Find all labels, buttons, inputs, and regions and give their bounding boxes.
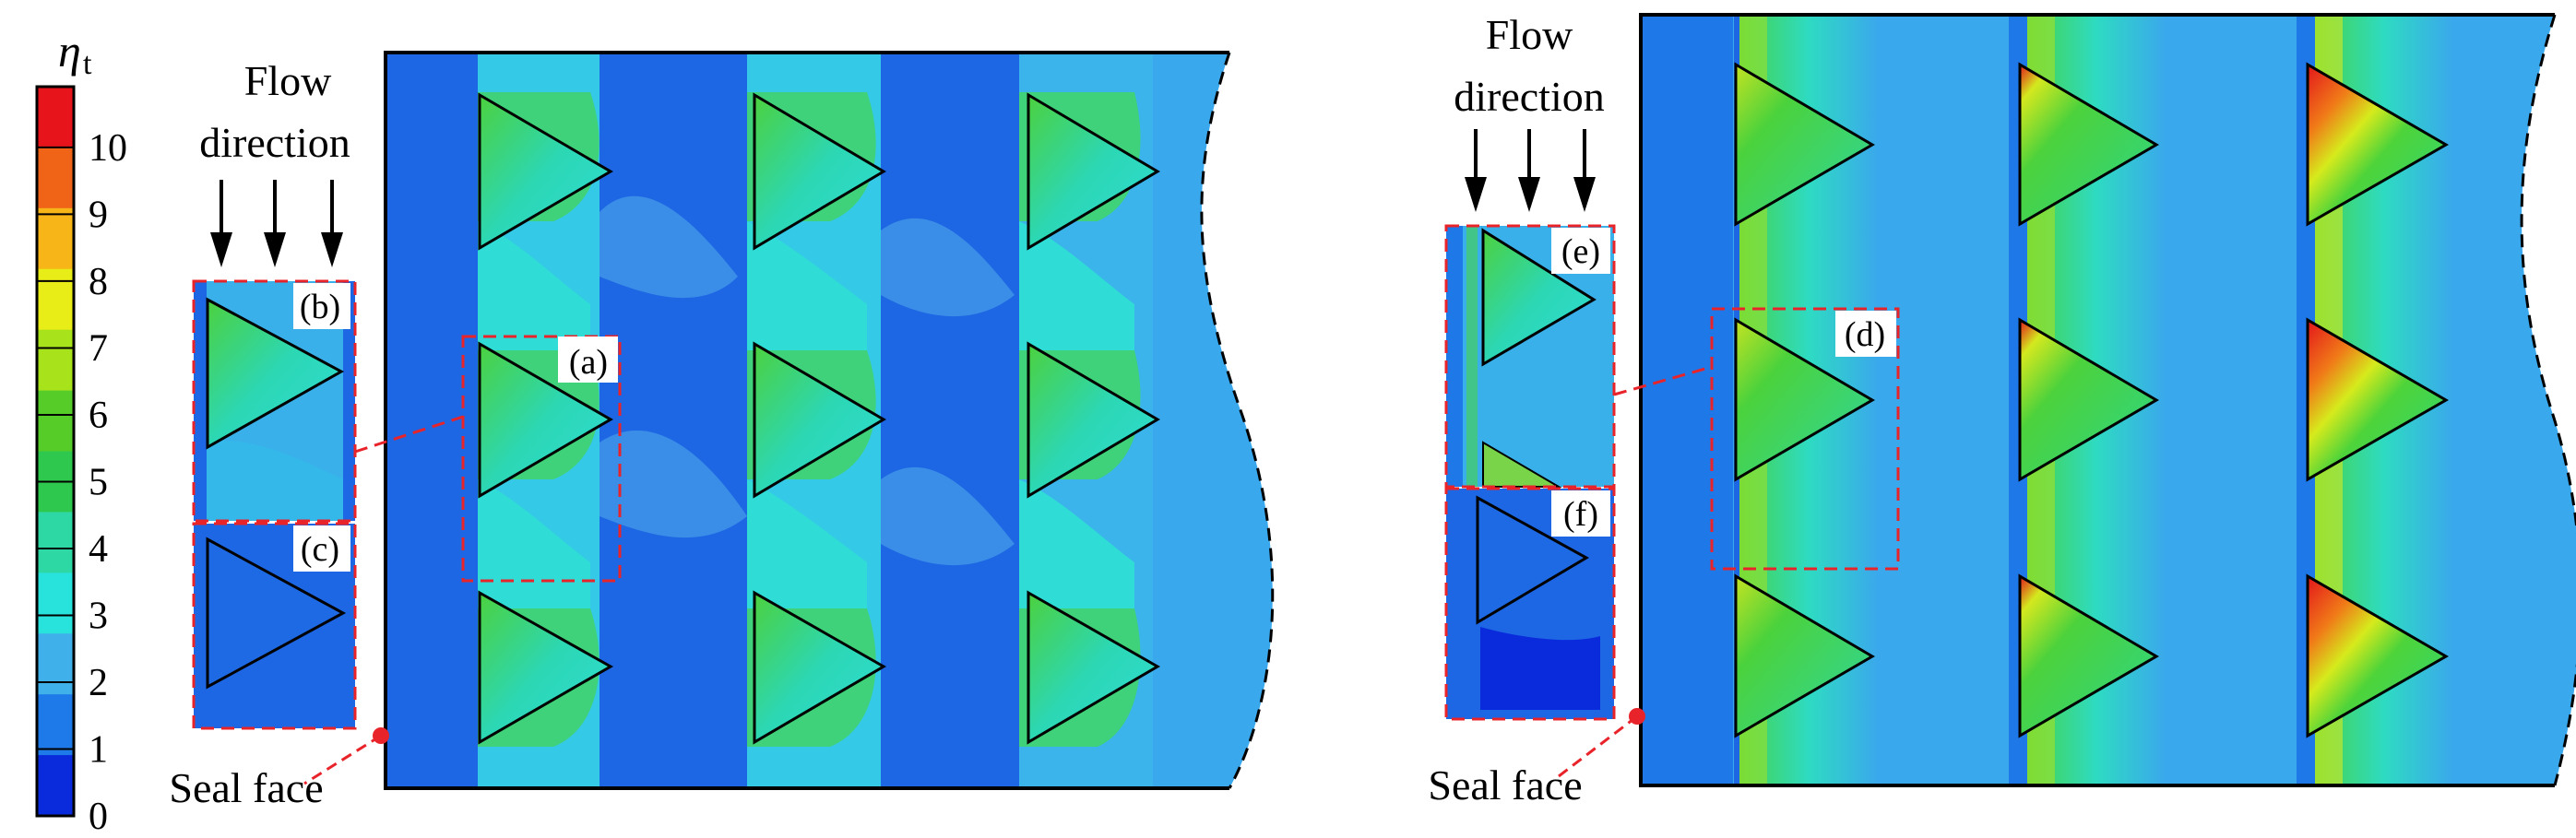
colorbar-tick-label: 2: [89, 662, 108, 704]
flow-direction-right: Flow direction: [1454, 11, 1605, 212]
colorbar-swatch: [37, 512, 74, 573]
label-e: (e): [1561, 232, 1600, 271]
colorbar-swatch: [37, 268, 74, 331]
inset-e: (e): [1444, 224, 1616, 489]
main-panel-left: [386, 53, 1273, 788]
colorbar-swatch: [37, 755, 74, 817]
inset-c: (c): [192, 522, 357, 730]
colorbar-tick-label: 6: [89, 395, 108, 437]
label-b: (b): [300, 288, 340, 326]
label-f: (f): [1563, 495, 1598, 534]
colorbar-symbol: η: [58, 25, 81, 77]
seal-face-left: Seal face: [169, 727, 389, 811]
highlight-box-d: [1710, 307, 1900, 571]
colorbar-tick-label: 7: [89, 327, 108, 370]
colorbar-swatch: [37, 694, 74, 756]
svg-text:direction: direction: [1454, 73, 1605, 120]
colorbar-tick-label: 4: [89, 528, 108, 571]
colorbar-swatch: [37, 147, 74, 209]
colorbar-tick-label: 3: [89, 595, 108, 637]
svg-text:Flow: Flow: [1486, 11, 1573, 58]
colorbar-tick-label: 1: [89, 728, 108, 771]
colorbar-swatch: [37, 329, 74, 392]
triangle-array-a: [478, 92, 1160, 745]
seal-face-label-left: Seal face: [169, 764, 323, 811]
seal-face-right: Seal face: [1428, 708, 1645, 808]
colorbar-swatch: [37, 633, 74, 695]
colorbar-tick-label: 9: [89, 194, 108, 236]
colorbar-tick-label: 5: [89, 461, 108, 503]
colorbar-swatch: [37, 572, 74, 634]
label-d: (d): [1845, 315, 1885, 354]
colorbar-swatch: [37, 207, 74, 270]
triangle-array-d: [1734, 62, 2450, 738]
main-panel-left-border: [384, 51, 1275, 790]
colorbar-swatch: [37, 87, 74, 148]
svg-text:Flow: Flow: [244, 57, 332, 104]
inset-f: (f): [1444, 487, 1616, 721]
label-c: (c): [301, 530, 339, 569]
inset-b: (b): [192, 279, 357, 523]
main-panel-right: [1641, 15, 2576, 785]
svg-text:direction: direction: [199, 119, 350, 166]
colorbar-tick-label: 8: [89, 261, 108, 303]
highlight-box-a: [461, 335, 622, 583]
colorbar-swatch: [37, 390, 74, 452]
colorbar-subscript: t: [83, 47, 92, 81]
leader-e-to-d: [1613, 365, 1713, 396]
seal-face-label-right: Seal face: [1428, 761, 1582, 808]
colorbar-tick-label: 10: [89, 127, 127, 170]
label-a: (a): [569, 343, 608, 382]
colorbar-swatches: [35, 85, 76, 818]
flow-direction-left: Flow direction: [199, 57, 350, 267]
colorbar-tick-label: 0: [89, 796, 108, 833]
